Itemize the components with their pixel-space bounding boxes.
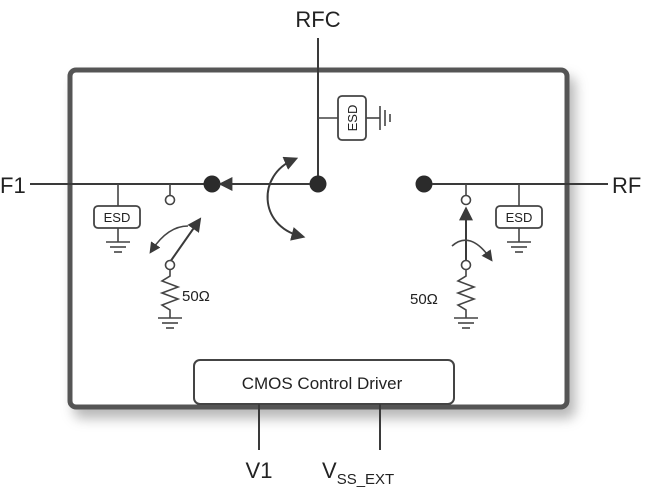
rf2-shunt-contact (460, 194, 472, 206)
vss-label: VSS_EXT (322, 458, 394, 488)
rfc-esd-label: ESD (345, 105, 360, 132)
vss-label-main: V (322, 458, 337, 483)
ground-icon (507, 241, 531, 253)
rf1-node (203, 175, 221, 193)
rf1-esd: ESD (93, 184, 141, 253)
control-driver-label: CMOS Control Driver (242, 374, 403, 393)
rf2-esd-label: ESD (506, 210, 533, 225)
v1-label: V1 (246, 458, 273, 483)
rf1-label: F1 (0, 173, 26, 198)
resistor-icon (455, 270, 477, 318)
rfc-esd: ESD (318, 95, 391, 141)
resistor-icon (159, 270, 181, 318)
rfc-label: RFC (295, 7, 340, 32)
ground-icon (106, 241, 130, 253)
vss-label-sub: SS_EXT (337, 471, 395, 488)
rf1-shunt: 50Ω (149, 184, 210, 329)
rf1-esd-label: ESD (104, 210, 131, 225)
rf1-resistor-label: 50Ω (182, 288, 210, 305)
ground-icon (158, 317, 182, 329)
rfc-node (309, 175, 327, 193)
rf2-resistor-label: 50Ω (410, 291, 438, 308)
control-driver-box (193, 359, 455, 405)
rf2-node (415, 175, 433, 193)
rf2-esd: ESD (495, 184, 543, 253)
rf1-shunt-contact (164, 194, 176, 206)
rf2-shunt: 50Ω (410, 184, 493, 329)
ground-icon (379, 106, 391, 130)
rf1-shunt-switch (169, 217, 202, 263)
ground-icon (454, 317, 478, 329)
rf2-label: RF (612, 173, 641, 198)
rotary-switch-icon (266, 156, 306, 241)
